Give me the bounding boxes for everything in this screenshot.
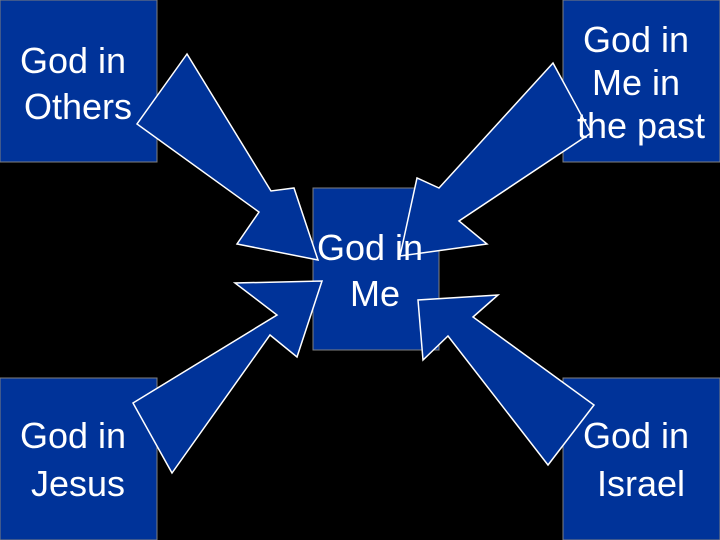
label-bottom-right: God in Israel <box>583 415 699 504</box>
arrow-top-left-to-center <box>135 52 320 261</box>
box-top-left <box>0 0 158 163</box>
label-bottom-left: God in Jesus <box>20 415 136 504</box>
label-top-right-line-1: God in <box>583 19 689 60</box>
label-bottom-left-line-2: Jesus <box>31 463 125 504</box>
label-center-line-2: Me <box>350 273 400 314</box>
arrow-bottom-right-to-center <box>417 294 596 467</box>
label-top-right-line-2: Me in <box>592 62 680 103</box>
label-top-right: God in Me in the past <box>577 19 705 146</box>
label-bottom-left-line-1: God in <box>20 415 126 456</box>
box-bottom-left <box>0 377 158 540</box>
label-center-line-1: God in <box>317 227 423 268</box>
label-top-right-line-3: the past <box>577 105 705 146</box>
arrow-top-right-to-center <box>399 61 592 257</box>
label-center: God in Me <box>317 227 433 314</box>
label-top-left-line-1: God in <box>20 40 126 81</box>
arrow-bottom-left-to-center <box>131 280 324 475</box>
label-top-left: God in Others <box>20 40 136 127</box>
label-top-left-line-2: Others <box>24 86 132 127</box>
label-bottom-right-line-1: God in <box>583 415 689 456</box>
label-bottom-right-line-2: Israel <box>597 463 685 504</box>
